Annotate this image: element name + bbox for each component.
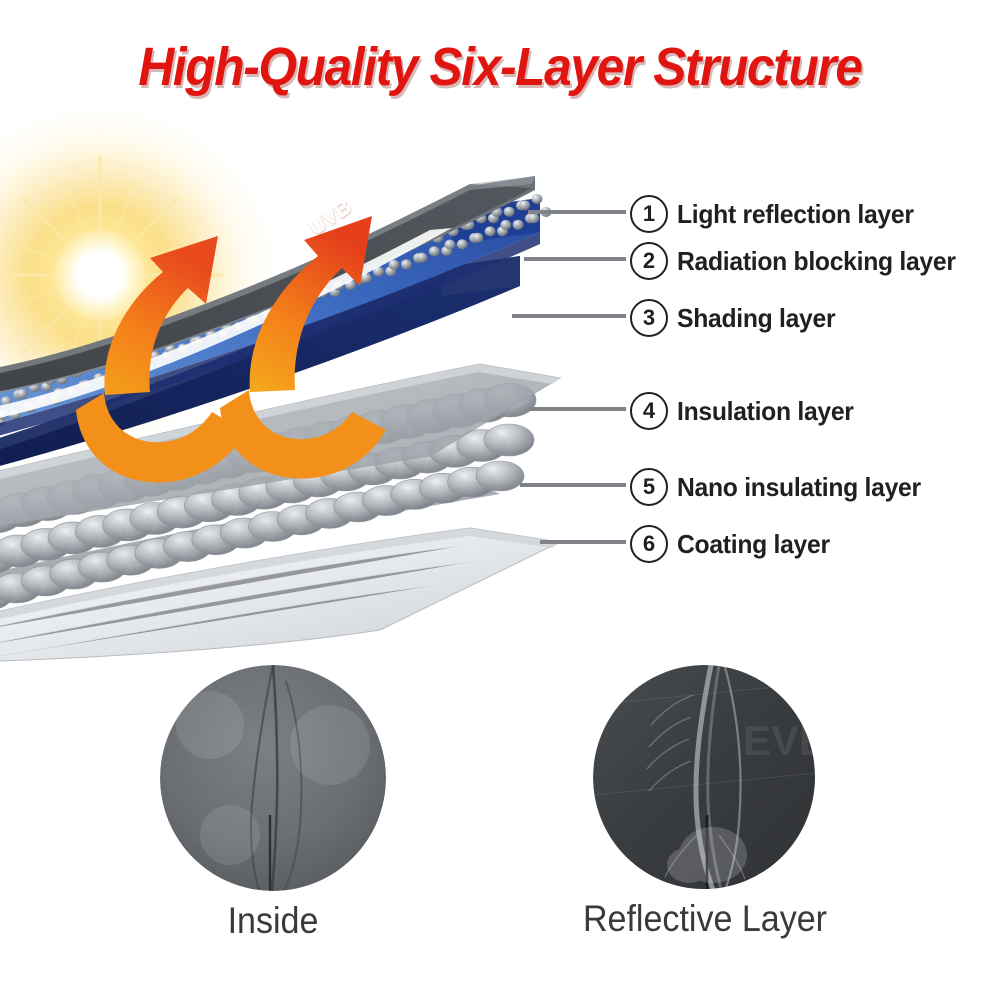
layer-number-5: 5 bbox=[630, 468, 668, 506]
layer-label-text-2: Radiation blocking layer bbox=[677, 245, 956, 276]
layer-label-4: 4 Insulation layer bbox=[630, 392, 863, 430]
uv-arrows-group bbox=[76, 216, 386, 483]
layer-label-3: 3 Shading layer bbox=[630, 299, 844, 337]
inside-photo bbox=[160, 665, 386, 891]
uvb-arrow-icon bbox=[249, 216, 372, 392]
layer-label-6: 6 Coating layer bbox=[630, 525, 838, 563]
layer-label-text-1: Light reflection layer bbox=[677, 198, 914, 229]
layer-label-text-6: Coating layer bbox=[677, 528, 830, 559]
inside-caption: Inside bbox=[227, 900, 319, 941]
sun-core bbox=[54, 229, 146, 321]
reflective-photo: EVBA bbox=[593, 665, 816, 889]
layer-label-1: 1 Light reflection layer bbox=[630, 195, 926, 233]
layer-label-text-4: Insulation layer bbox=[677, 395, 854, 426]
layer-number-1: 1 bbox=[630, 195, 668, 233]
page-title: High-Quality Six-Layer Structure bbox=[138, 37, 863, 97]
layer-label-5: 5 Nano insulating layer bbox=[630, 468, 934, 506]
layer-number-4: 4 bbox=[630, 392, 668, 430]
layer-6-coating bbox=[0, 527, 562, 662]
layer-number-3: 3 bbox=[630, 299, 668, 337]
watermark-text: EVBA bbox=[743, 717, 816, 764]
uv-swoosh bbox=[76, 390, 386, 483]
layer-label-text-5: Nano insulating layer bbox=[677, 471, 921, 502]
layer-number-2: 2 bbox=[630, 242, 668, 280]
reflective-caption: Reflective Layer bbox=[582, 898, 828, 939]
uva-arrow-icon bbox=[104, 236, 218, 395]
layer-number-6: 6 bbox=[630, 525, 668, 563]
layer-label-2: 2 Radiation blocking layer bbox=[630, 242, 970, 280]
layer-label-text-3: Shading layer bbox=[677, 302, 836, 333]
leader-lines-group bbox=[512, 210, 626, 544]
